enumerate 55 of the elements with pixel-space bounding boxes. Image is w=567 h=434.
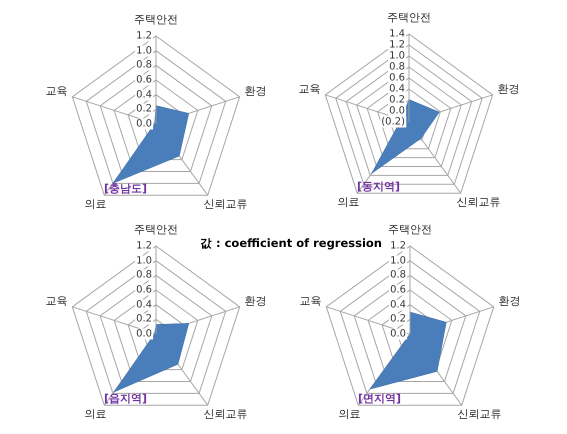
axis-tick-label: 1.2: [135, 240, 153, 252]
axis-tick-label: 0.4: [389, 299, 407, 310]
chart-title: [면지역]: [358, 392, 402, 405]
axis-tick-label: 1.2: [388, 40, 406, 50]
axis-tick-label: 0.6: [135, 284, 153, 296]
note-text: 값 : coefficient of regression: [200, 236, 382, 250]
category-label: 의료: [84, 198, 106, 211]
axis-tick-label: 0.2: [135, 314, 153, 325]
category-label: 주택안전: [387, 11, 431, 24]
category-label: 교육: [45, 84, 68, 98]
axis-tick-label: 0.2: [135, 104, 153, 115]
category-label: 환경: [498, 82, 520, 96]
category-label: 신뢰교류: [457, 408, 502, 421]
chart-title: [동지역]: [357, 180, 400, 193]
axis-tick-label: 1.0: [135, 45, 153, 56]
axis-tick-label: 1.0: [388, 50, 406, 62]
axis-tick-label: 1.0: [135, 255, 153, 266]
axis-tick-label: 0.6: [389, 284, 407, 296]
category-label: 교육: [45, 294, 68, 308]
axis-tick-label: 1.0: [389, 255, 407, 266]
axis-tick-label: 0.4: [388, 84, 406, 94]
category-label: 환경: [244, 84, 267, 98]
category-label: 주택안전: [134, 13, 178, 26]
axis-tick-label: 1.2: [135, 30, 153, 42]
axis-tick-label: 0.0: [388, 106, 406, 116]
category-label: 신뢰교류: [203, 408, 248, 421]
axis-tick-label: 1.2: [389, 240, 407, 252]
category-label: 교육: [298, 82, 320, 96]
axis-tick-label: 0.0: [135, 118, 153, 130]
axis-tick-label: 0.6: [135, 74, 153, 86]
category-label: 주택안전: [388, 223, 432, 236]
axis-tick-label: 0.8: [135, 270, 153, 281]
category-label: 교육: [299, 294, 322, 308]
category-label: 신뢰교류: [203, 198, 248, 211]
category-label: 의료: [338, 408, 360, 421]
axis-tick-label: 0.2: [388, 94, 406, 106]
axis-tick-label: 0.2: [389, 314, 407, 325]
category-label: 신뢰교류: [456, 196, 500, 209]
category-label: 주택안전: [134, 223, 178, 236]
axis-tick-label: 0.4: [135, 299, 153, 310]
axis-tick-label: 0.8: [135, 60, 153, 71]
axis-tick-label: 0.4: [135, 89, 153, 100]
axis-tick-label: 0.6: [388, 72, 406, 84]
category-label: 환경: [244, 294, 267, 308]
axis-tick-label: 1.4: [388, 28, 406, 40]
axis-tick-label: 0.0: [389, 328, 407, 340]
chart-title: [읍지역]: [104, 392, 148, 405]
axis-tick-label: (0.2): [380, 116, 406, 128]
axis-tick-label: 0.8: [388, 62, 406, 72]
category-label: 의료: [84, 408, 106, 421]
category-label: 의료: [337, 196, 360, 209]
category-label: 환경: [498, 294, 521, 308]
axis-tick-label: 0.8: [389, 270, 407, 281]
axis-tick-label: 0.0: [135, 328, 153, 340]
chart-title: [충남도]: [104, 182, 148, 195]
